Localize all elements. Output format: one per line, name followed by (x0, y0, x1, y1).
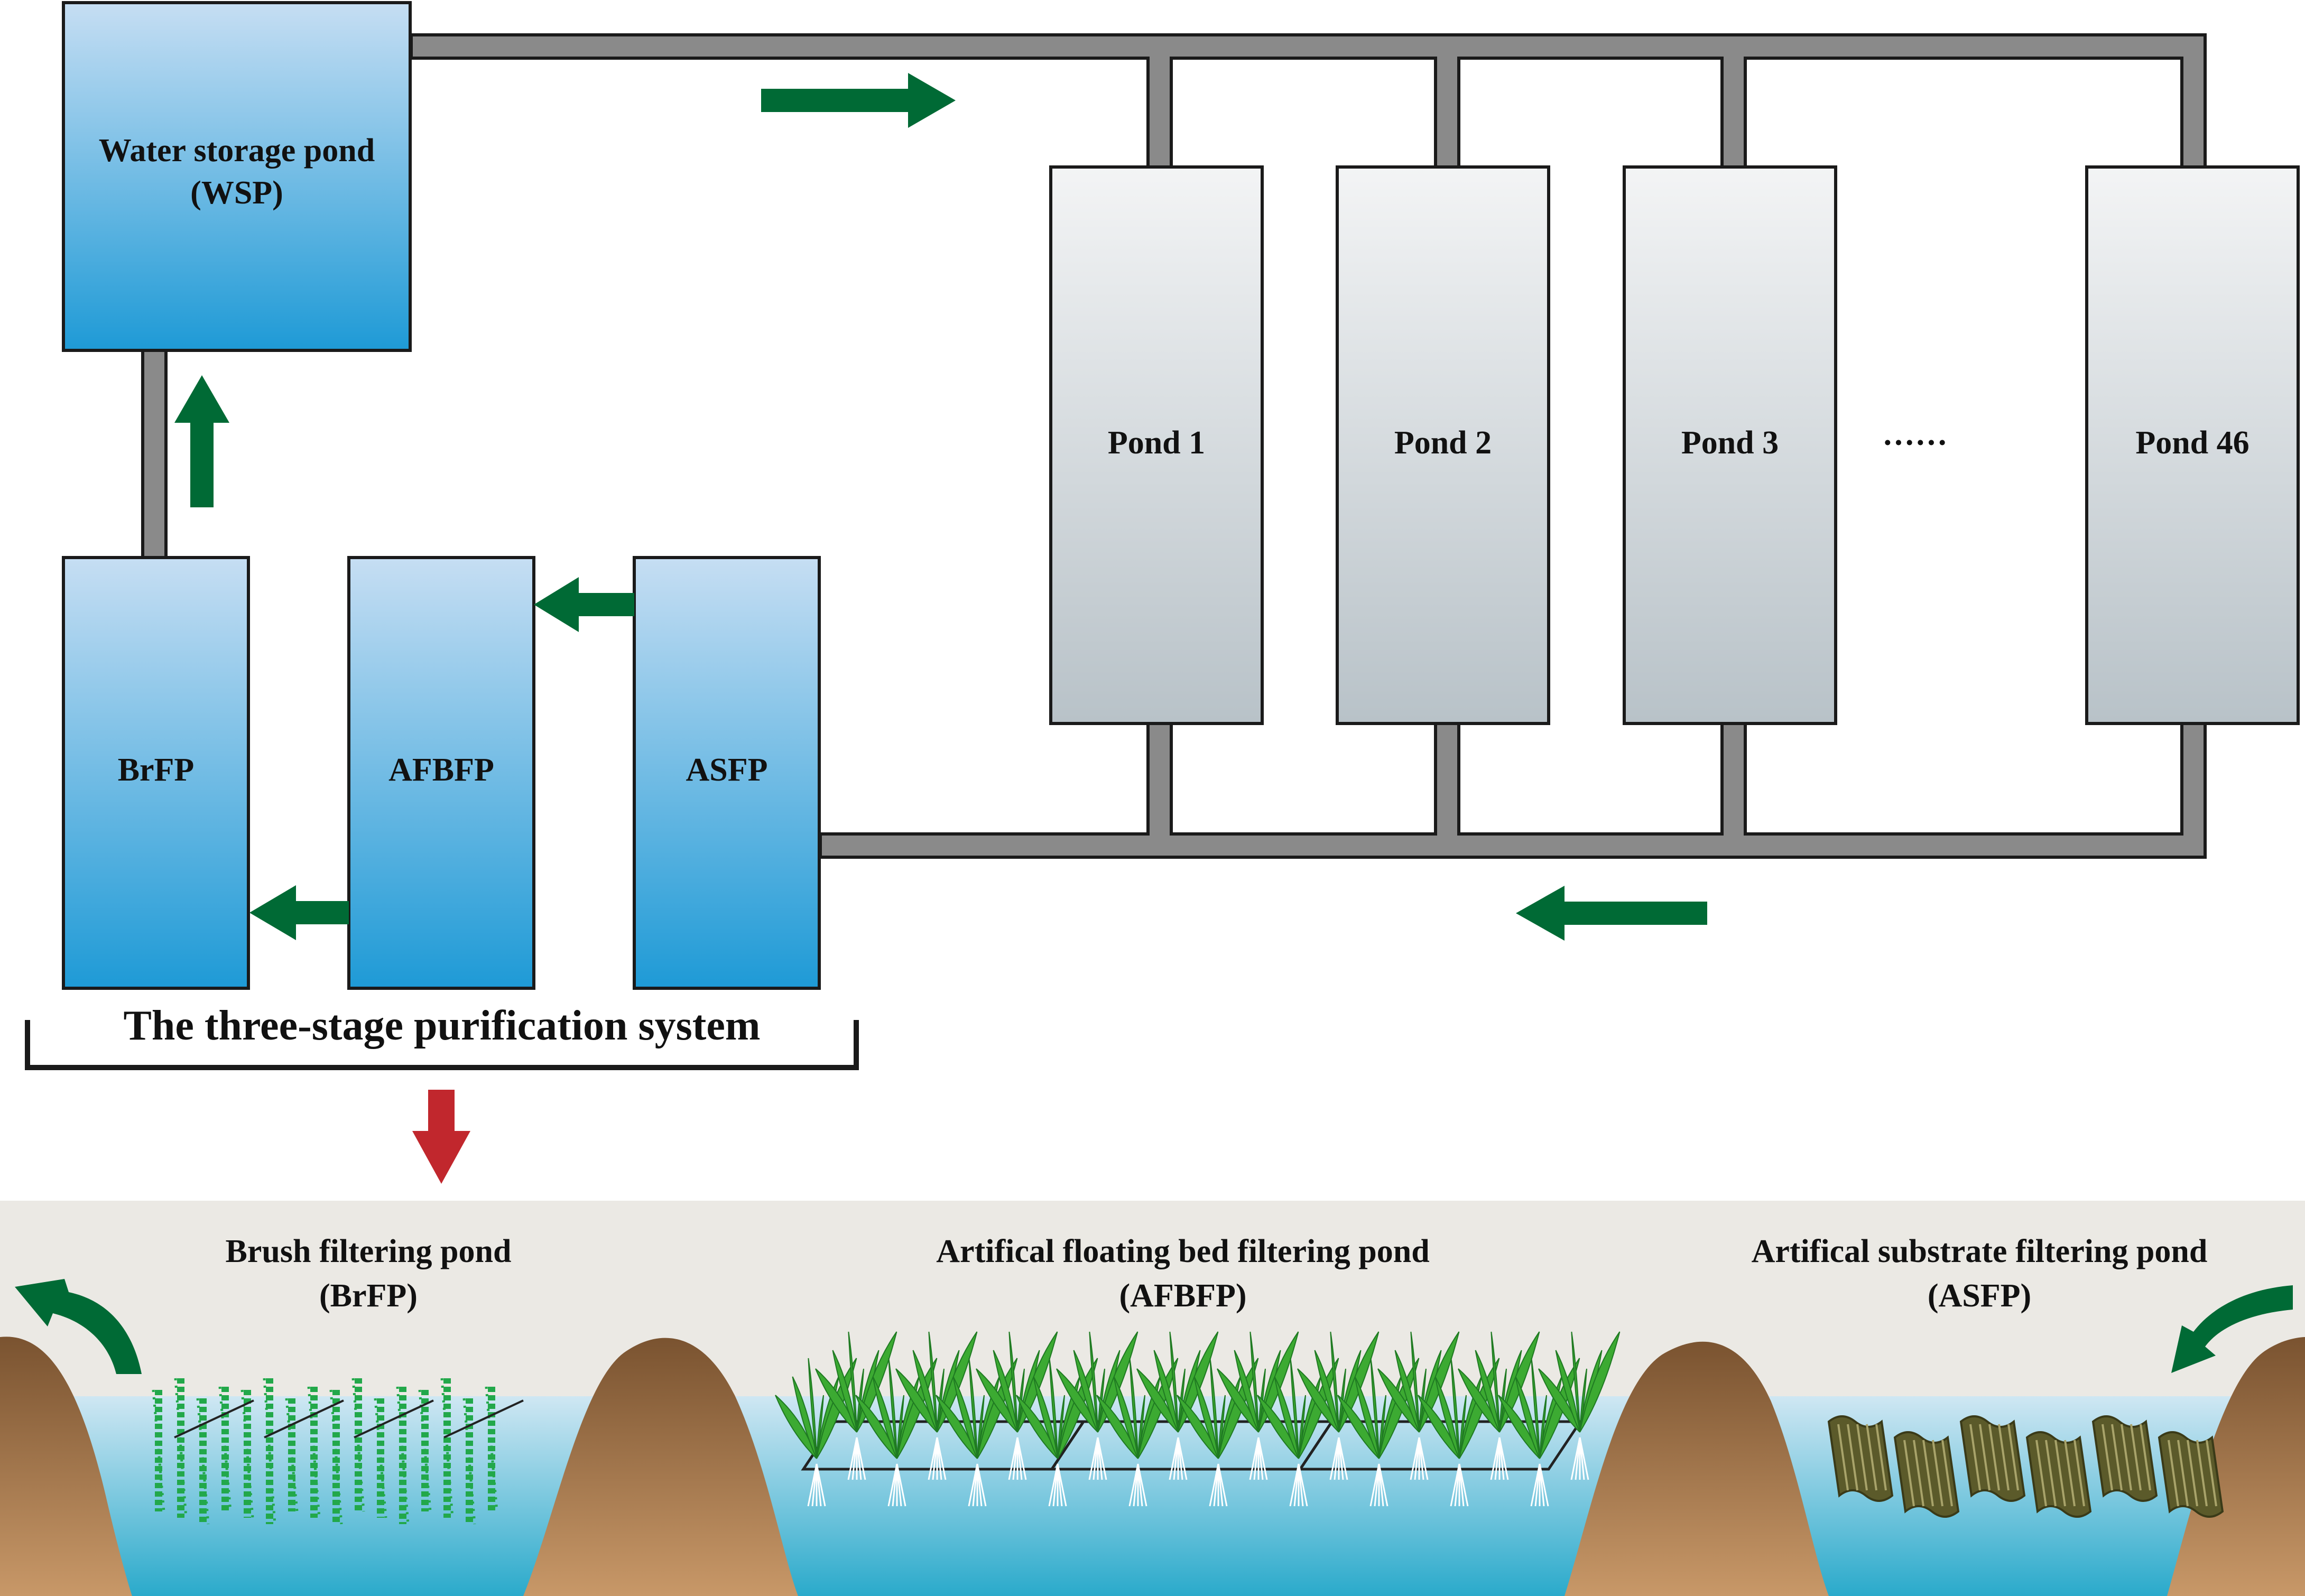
curved-arrow-in-icon (2171, 1285, 2293, 1373)
floating-bed-array (775, 1331, 1621, 1507)
arrow-left-icon (534, 577, 634, 632)
curved-arrow-out-icon (15, 1279, 142, 1374)
mound-center-right (1565, 1341, 1829, 1596)
brfp-box (62, 556, 250, 990)
mound-left (0, 1337, 132, 1596)
brush-rope (264, 1399, 344, 1439)
brush-icon (462, 1398, 476, 1525)
afbfp-detail-abbr: (AFBFP) (1119, 1278, 1246, 1314)
brush-rope (443, 1399, 524, 1439)
return-pipe (819, 722, 2207, 859)
substrate-icon (2091, 1415, 2158, 1502)
substrate-icon (1893, 1431, 1960, 1518)
pond-ellipsis: ······ (1882, 425, 1948, 461)
arrow-right-icon (761, 73, 956, 128)
plant-icon (1538, 1331, 1621, 1480)
plant-icon (1498, 1358, 1580, 1507)
wsp-name: Water storage pond (99, 133, 375, 169)
brush-icon (485, 1386, 498, 1512)
pond-3-label: Pond 3 (1681, 425, 1779, 461)
arrow-left-icon (1516, 886, 1707, 941)
flow-arrows (174, 73, 1707, 941)
brush-icon (152, 1389, 165, 1512)
pond-1-label: Pond 1 (1108, 425, 1205, 461)
mound-center-left (523, 1338, 798, 1596)
system-label: The three-stage purification system (124, 1003, 761, 1049)
afbfp-box (347, 556, 535, 990)
mound-right (2167, 1337, 2305, 1596)
brush-icon (440, 1378, 454, 1518)
pond-46-box (2085, 165, 2300, 725)
pond-2-label: Pond 2 (1394, 425, 1492, 461)
brush-array (152, 1378, 524, 1525)
pond-2-box (1336, 165, 1550, 725)
brush-icon (329, 1389, 343, 1525)
brush-icon (418, 1389, 432, 1512)
brush-icon (285, 1398, 299, 1512)
brfp-detail-name: Brush filtering pond (226, 1233, 512, 1269)
culture-ponds: Pond 1 Pond 2 Pond 3 Pond 46 ······ (1049, 165, 2300, 725)
brush-icon (196, 1398, 210, 1525)
brfp-detail-abbr: (BrFP) (319, 1278, 418, 1314)
substrate-icon (2025, 1431, 2092, 1518)
asfp-box (633, 556, 821, 990)
brush-icon (218, 1386, 232, 1512)
arrow-up-icon (174, 375, 229, 507)
wsp-abbr: (WSP) (190, 175, 283, 211)
afbfp-label: AFBFP (388, 752, 494, 788)
pond-46-label: Pond 46 (2135, 425, 2249, 461)
brush-icon (263, 1378, 276, 1525)
water-storage-pond: Water storage pond (WSP) (62, 1, 412, 352)
brush-icon (307, 1386, 321, 1518)
supply-pipe (410, 33, 2207, 169)
brush-icon (240, 1389, 254, 1518)
asfp-detail-abbr: (ASFP) (1928, 1278, 2031, 1314)
wsp-box (62, 1, 412, 352)
brush-icon (351, 1378, 365, 1512)
substrate-icon (1827, 1415, 1894, 1502)
bracket-line (25, 1020, 859, 1070)
pond-3-box (1623, 165, 1837, 725)
substrate-array (1827, 1415, 2224, 1518)
brush-rope (354, 1399, 434, 1439)
system-bracket: The three-stage purification system (25, 1003, 859, 1070)
cross-section: Brush filtering pond (BrFP) Artifical fl… (0, 1201, 2305, 1596)
brush-icon (396, 1386, 410, 1525)
brush-icon (174, 1378, 188, 1518)
arrow-left-icon (249, 885, 349, 940)
plant-icon (775, 1358, 857, 1507)
arrow-down-icon (412, 1090, 470, 1184)
asfp-detail-name: Artifical substrate filtering pond (1752, 1233, 2208, 1269)
riser-pipe (141, 349, 168, 559)
pond-1-box (1049, 165, 1264, 725)
substrate-icon (1959, 1415, 2026, 1502)
purification-stages: BrFP AFBFP ASFP (62, 556, 821, 990)
brfp-label: BrFP (118, 752, 195, 788)
substrate-icon (2158, 1431, 2224, 1518)
brush-icon (374, 1398, 387, 1518)
brush-rope (174, 1399, 254, 1439)
afbfp-detail-name: Artifical floating bed filtering pond (936, 1233, 1429, 1269)
asfp-label: ASFP (686, 752, 768, 788)
